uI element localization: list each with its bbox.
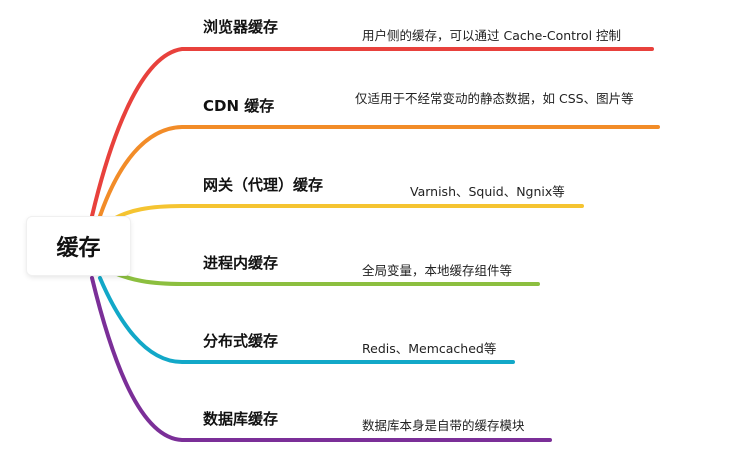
topic-cdn-cache[interactable]: CDN 缓存 [203, 97, 275, 115]
branch-line-database [90, 276, 552, 442]
topic-distributed-cache[interactable]: 分布式缓存 [203, 332, 279, 350]
topic-database-cache[interactable]: 数据库缓存 [203, 410, 279, 428]
topic-gateway-cache[interactable]: 网关（代理）缓存 [203, 176, 324, 194]
branch-line-gateway [110, 204, 584, 222]
topic-browser-cache[interactable]: 浏览器缓存 [203, 18, 279, 36]
note-cdn-cache: 仅适用于不经常变动的静态数据，如 CSS、图片等 [355, 91, 634, 106]
branch-line-cdn [98, 125, 660, 218]
branch-line-browser [90, 47, 654, 218]
branch-line-distributed [98, 276, 515, 364]
note-gateway-cache: Varnish、Squid、Ngnix等 [410, 184, 565, 199]
note-database-cache: 数据库本身是自带的缓存模块 [362, 418, 525, 433]
note-browser-cache: 用户侧的缓存，可以通过 Cache-Control 控制 [362, 28, 622, 43]
root-node[interactable]: 缓存 [27, 217, 130, 275]
note-distributed-cache: Redis、Memcached等 [362, 341, 497, 356]
topic-inprocess-cache[interactable]: 进程内缓存 [203, 254, 279, 272]
note-inprocess-cache: 全局变量，本地缓存组件等 [362, 263, 513, 278]
root-label: 缓存 [56, 236, 101, 261]
